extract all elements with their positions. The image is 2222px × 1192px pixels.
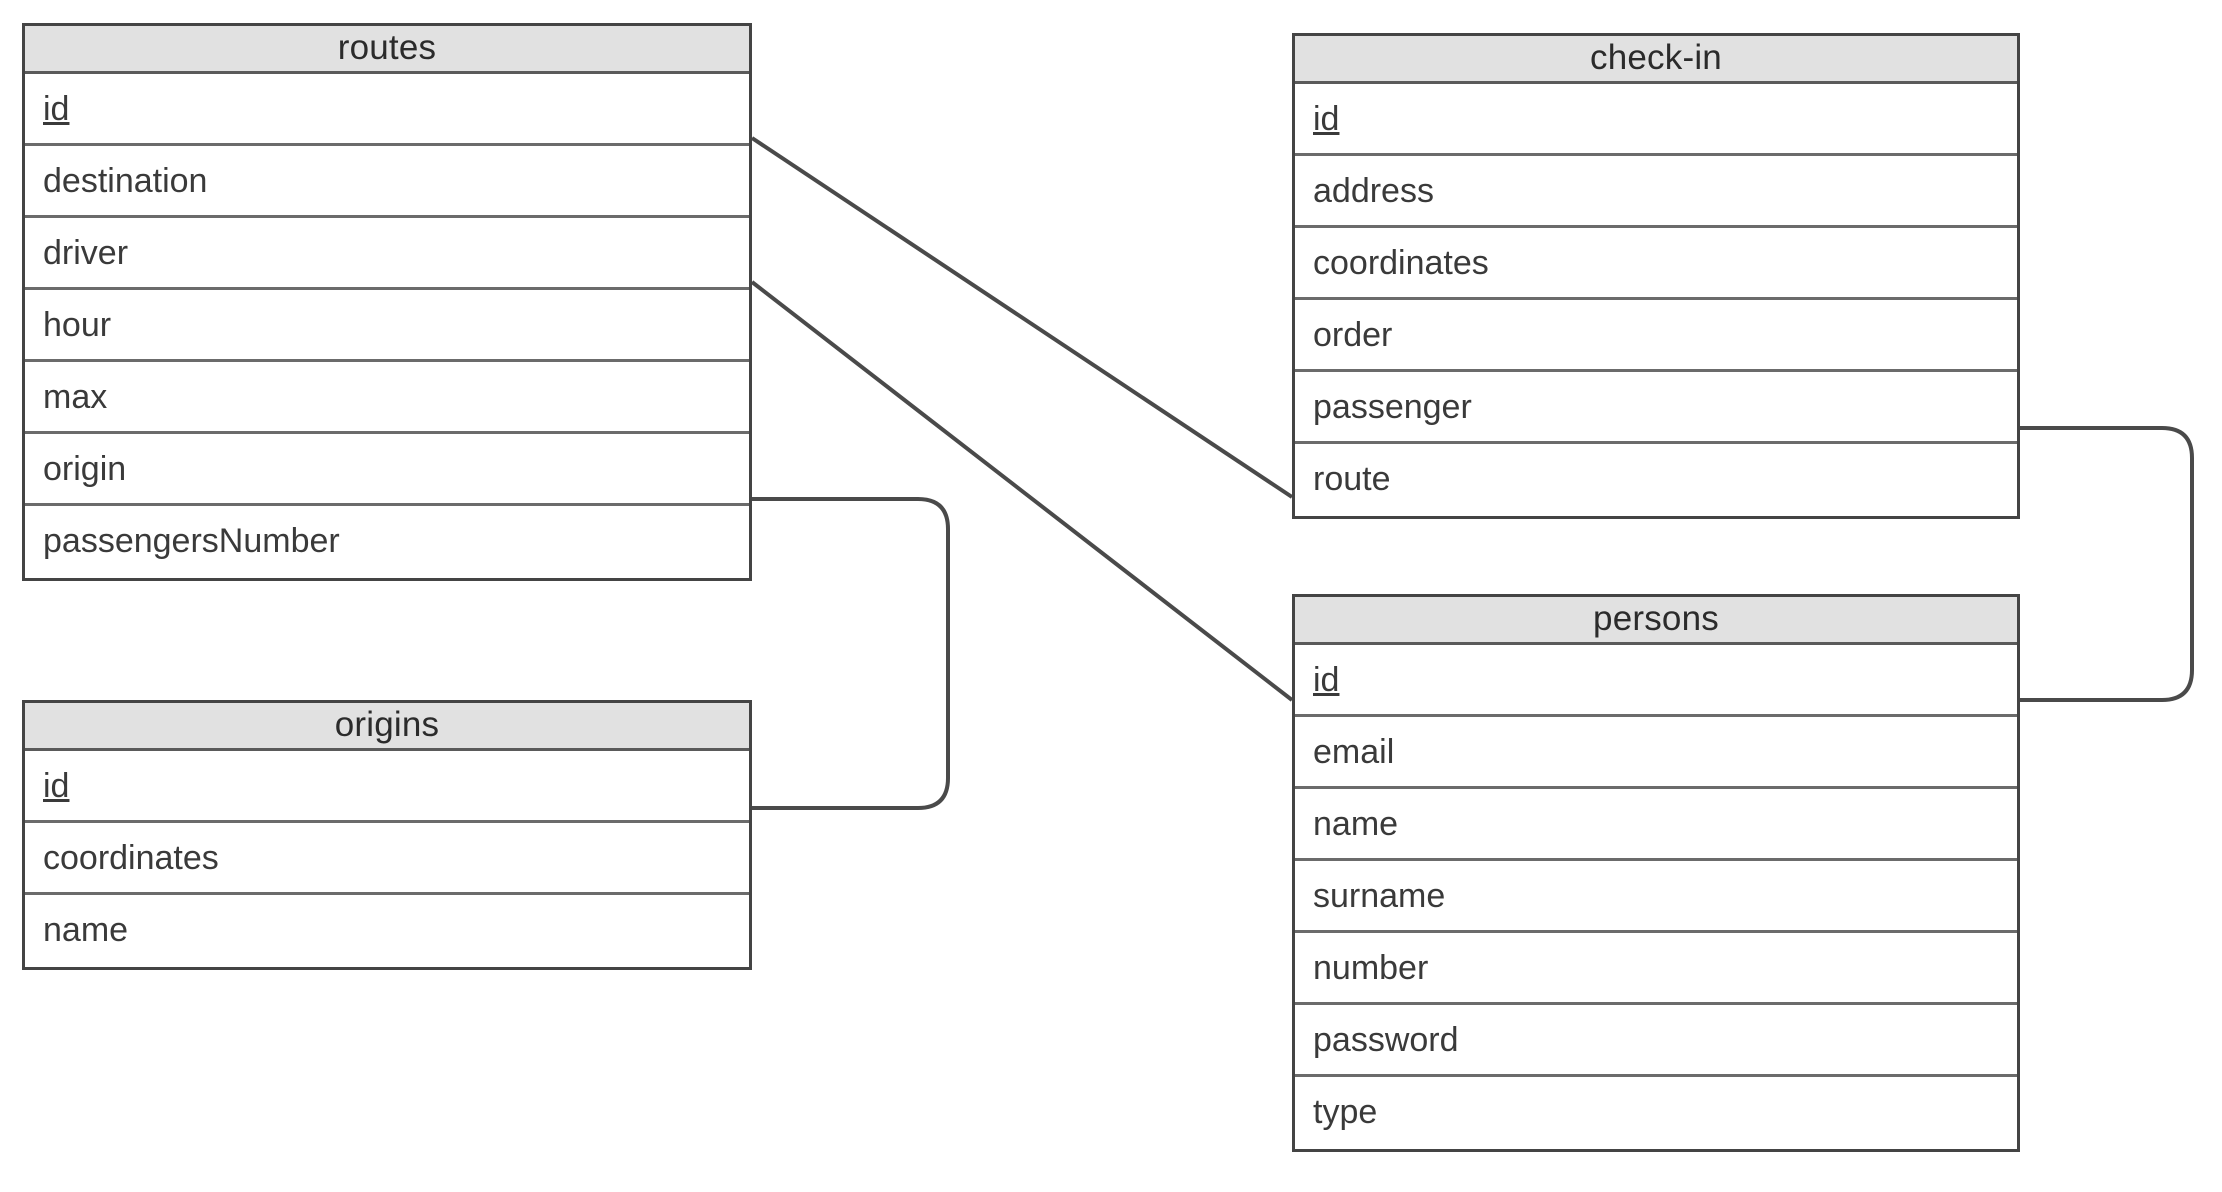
edge-routes-id-to-checkin-route xyxy=(750,136,1294,499)
entity-routes-attributes: id destination driver hour max origin pa… xyxy=(25,74,749,578)
entity-origins[interactable]: origins id coordinates name xyxy=(22,700,752,970)
attribute-row[interactable]: name xyxy=(1295,789,2017,861)
attribute-row[interactable]: surname xyxy=(1295,861,2017,933)
attribute-label: coordinates xyxy=(1313,244,1489,282)
attribute-label: id xyxy=(43,90,70,128)
attribute-row[interactable]: address xyxy=(1295,156,2017,228)
attribute-row[interactable]: hour xyxy=(25,290,749,362)
attribute-label: route xyxy=(1313,460,1391,498)
attribute-row[interactable]: id xyxy=(25,74,749,146)
entity-check-in-title: check-in xyxy=(1295,36,2017,84)
attribute-label: name xyxy=(43,911,129,949)
attribute-label: passengersNumber xyxy=(43,522,340,560)
attribute-label: id xyxy=(43,767,70,805)
attribute-label: id xyxy=(1313,100,1340,138)
attribute-label: origin xyxy=(43,450,127,488)
edge-routes-driver-to-persons-id xyxy=(750,280,1294,702)
attribute-label: id xyxy=(1313,661,1340,699)
attribute-label: hour xyxy=(43,306,112,344)
attribute-label: surname xyxy=(1313,877,1446,915)
attribute-row[interactable]: driver xyxy=(25,218,749,290)
attribute-label: destination xyxy=(43,162,208,200)
entity-routes-title: routes xyxy=(25,26,749,74)
attribute-row[interactable]: route xyxy=(1295,444,2017,516)
attribute-row[interactable]: id xyxy=(1295,84,2017,156)
attribute-row[interactable]: coordinates xyxy=(1295,228,2017,300)
attribute-row[interactable]: password xyxy=(1295,1005,2017,1077)
entity-persons[interactable]: persons id email name surname number pas… xyxy=(1292,594,2020,1152)
attribute-row[interactable]: type xyxy=(1295,1077,2017,1149)
attribute-label: passenger xyxy=(1313,388,1472,426)
attribute-label: password xyxy=(1313,1021,1459,1059)
attribute-row[interactable]: order xyxy=(1295,300,2017,372)
entity-routes[interactable]: routes id destination driver hour max or… xyxy=(22,23,752,581)
attribute-row[interactable]: id xyxy=(1295,645,2017,717)
entity-origins-attributes: id coordinates name xyxy=(25,751,749,967)
attribute-label: coordinates xyxy=(43,839,219,877)
entity-origins-title: origins xyxy=(25,703,749,751)
entity-check-in[interactable]: check-in id address coordinates order pa… xyxy=(1292,33,2020,519)
entity-check-in-attributes: id address coordinates order passenger r… xyxy=(1295,84,2017,516)
attribute-row[interactable]: passenger xyxy=(1295,372,2017,444)
attribute-label: max xyxy=(43,378,108,416)
edge-routes-origin-to-origins-id xyxy=(752,497,950,810)
edge-checkin-passenger-to-persons-id xyxy=(2020,426,2194,702)
attribute-row[interactable]: coordinates xyxy=(25,823,749,895)
attribute-row[interactable]: name xyxy=(25,895,749,967)
attribute-row[interactable]: destination xyxy=(25,146,749,218)
attribute-label: name xyxy=(1313,805,1399,843)
attribute-label: email xyxy=(1313,733,1395,771)
attribute-row[interactable]: max xyxy=(25,362,749,434)
entity-persons-title: persons xyxy=(1295,597,2017,645)
attribute-label: driver xyxy=(43,234,129,272)
attribute-row[interactable]: id xyxy=(25,751,749,823)
attribute-label: number xyxy=(1313,949,1429,987)
attribute-row[interactable]: origin xyxy=(25,434,749,506)
attribute-label: order xyxy=(1313,316,1393,354)
attribute-label: type xyxy=(1313,1093,1378,1131)
attribute-row[interactable]: email xyxy=(1295,717,2017,789)
attribute-row[interactable]: number xyxy=(1295,933,2017,1005)
attribute-row[interactable]: passengersNumber xyxy=(25,506,749,578)
entity-persons-attributes: id email name surname number password ty… xyxy=(1295,645,2017,1149)
attribute-label: address xyxy=(1313,172,1434,210)
